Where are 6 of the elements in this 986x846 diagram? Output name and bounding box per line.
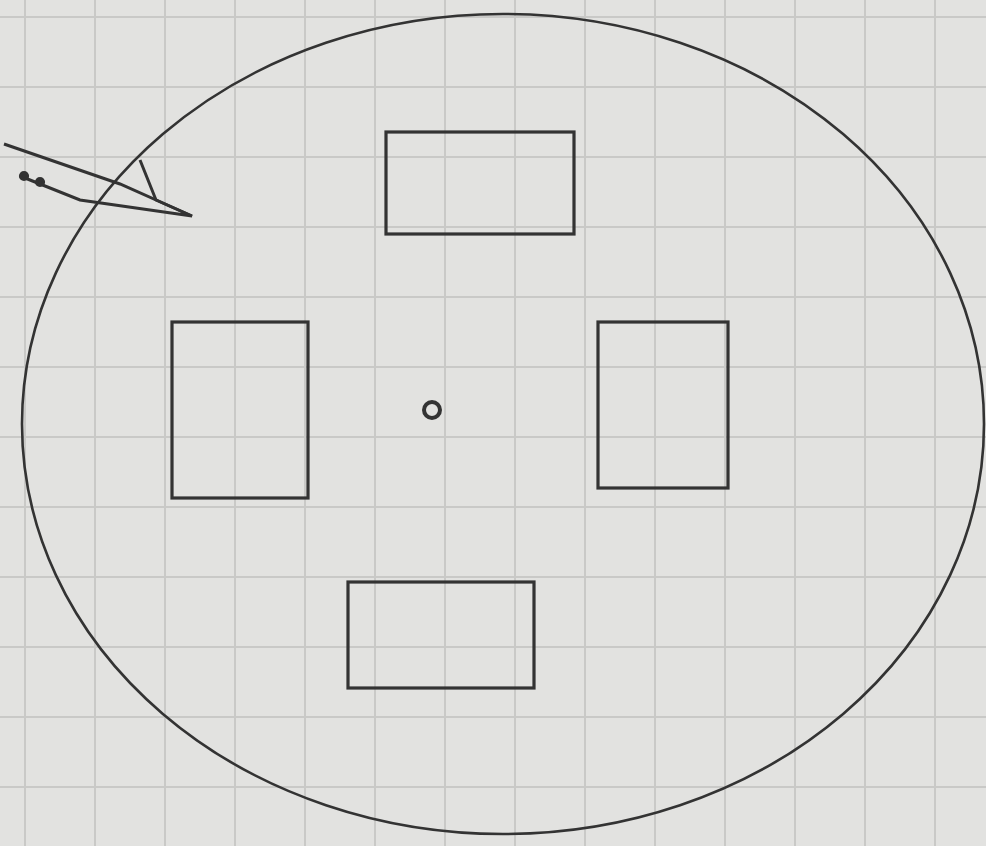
rectangle-sketch bbox=[384, 130, 576, 236]
circle-outline bbox=[20, 12, 986, 836]
center-dot bbox=[422, 400, 442, 420]
rectangle-sketch bbox=[596, 320, 730, 490]
rectangle-sketch bbox=[346, 580, 536, 690]
rectangle-sketch bbox=[170, 320, 310, 500]
